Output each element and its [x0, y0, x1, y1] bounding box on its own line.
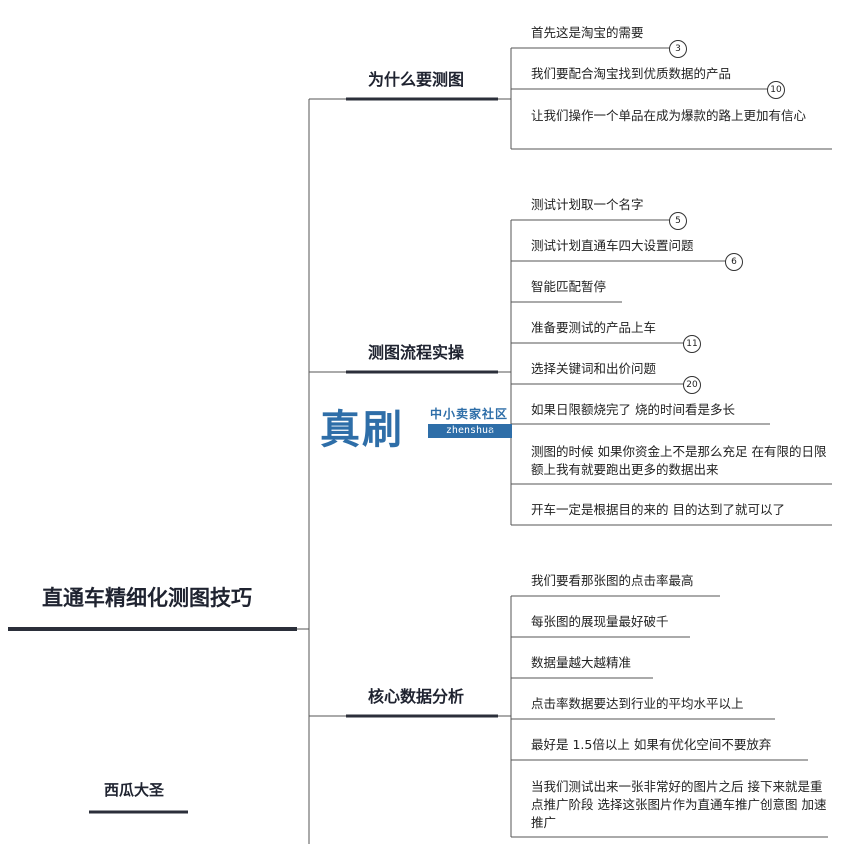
- leaf-item: 选择关键词和出价问题: [531, 361, 657, 376]
- branch-data-analysis-title: 核心数据分析: [368, 687, 465, 706]
- leaf-item: 我们要看那张图的点击率最高: [531, 573, 694, 588]
- leaf-item: 测试计划直通车四大设置问题: [531, 238, 694, 253]
- leaf-item: 数据量越大越精准: [531, 655, 632, 670]
- watermark-suffix: .com: [488, 427, 511, 437]
- watermark-cn-text: 中小卖家社区: [430, 407, 509, 421]
- branch-why-test-title: 为什么要测图: [368, 70, 465, 89]
- root-node-title: 直通车精细化测图技巧: [42, 586, 252, 610]
- author-node: 西瓜大圣: [104, 781, 165, 799]
- leaf-item: 让我们操作一个单品在成为爆款的路上更加有信心: [531, 108, 807, 123]
- leaf-item: 测图的时候 如果你资金上不是那么充足 在有限的日限额上我有就要跑出更多的数据出来: [531, 444, 827, 477]
- leaf-item: 如果日限额烧完了 烧的时间看是多长: [531, 402, 735, 417]
- leaf-item: 准备要测试的产品上车: [531, 320, 657, 335]
- leaf-item: 测试计划取一个名字: [531, 197, 644, 212]
- count-badge: 3: [669, 40, 687, 58]
- count-badge: 6: [725, 253, 743, 271]
- count-badge: 10: [767, 81, 785, 99]
- leaf-item: 首先这是淘宝的需要: [531, 25, 644, 40]
- branch-process-title: 测图流程实操: [368, 343, 465, 362]
- leaf-item: 我们要配合淘宝找到优质数据的产品: [531, 66, 732, 81]
- count-badge: 11: [683, 335, 701, 353]
- watermark-logo: 真刷: [320, 406, 404, 453]
- leaf-item: 当我们测试出来一张非常好的图片之后 接下来就是重点推广阶段 选择这张图片作为直通…: [531, 779, 827, 830]
- count-badge: 5: [669, 212, 687, 230]
- leaf-item: 每张图的展现量最好破千: [531, 614, 669, 629]
- count-badge: 20: [683, 376, 701, 394]
- leaf-item: 智能匹配暂停: [531, 279, 607, 294]
- leaf-item: 最好是 1.5倍以上 如果有优化空间不要放弃: [531, 737, 772, 752]
- leaf-item: 点击率数据要达到行业的平均水平以上: [531, 696, 744, 711]
- leaf-item: 开车一定是根据目的来的 目的达到了就可以了: [531, 502, 785, 517]
- watermark-en-text: zhenshua: [428, 424, 512, 438]
